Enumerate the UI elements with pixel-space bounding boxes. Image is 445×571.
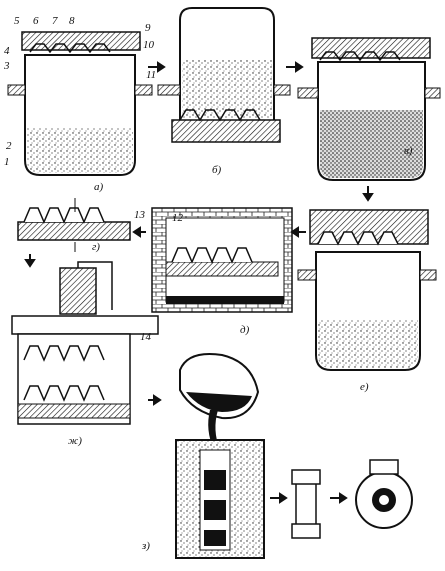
part-number-2: 2 — [6, 140, 12, 152]
process-arrows — [24, 61, 374, 504]
stage-d-oven — [151, 207, 293, 313]
part-number-5: 5 — [14, 15, 20, 27]
part-number-12: 12 — [172, 212, 184, 224]
stage-label-zh: ж) — [68, 435, 82, 447]
stage-zh-press — [11, 261, 159, 425]
stage-e-flask — [297, 209, 437, 371]
stage-b-flask — [157, 7, 291, 143]
stage-labels: а) б) в) г) д) е) ж) з) — [68, 145, 413, 552]
part-number-7: 7 — [52, 15, 58, 27]
part-number-labels: 5 6 7 8 9 10 4 3 11 2 1 12 13 14 — [3, 15, 184, 343]
part-number-8: 8 — [69, 15, 75, 27]
part-number-10: 10 — [143, 39, 155, 51]
stage-label-e: е) — [360, 381, 369, 393]
stage-label-g: г) — [92, 241, 100, 253]
part-number-1: 1 — [4, 156, 10, 168]
stage-v-flask — [297, 37, 441, 181]
stage-z-pouring — [175, 353, 413, 559]
part-number-6: 6 — [33, 15, 39, 27]
stage-label-d: д) — [240, 324, 250, 336]
part-number-9: 9 — [145, 22, 151, 34]
part-number-13: 13 — [134, 209, 146, 221]
stage-g-pattern-plate — [17, 198, 131, 252]
part-number-14: 14 — [140, 331, 152, 343]
stage-a-flask — [7, 31, 153, 176]
stage-label-b: б) — [212, 164, 222, 176]
stage-label-z: з) — [141, 540, 150, 552]
stage-label-v: в) — [404, 145, 413, 157]
part-number-3: 3 — [3, 60, 10, 72]
part-number-4: 4 — [4, 45, 10, 57]
stage-label-a: а) — [94, 181, 104, 193]
part-number-11: 11 — [146, 69, 156, 81]
